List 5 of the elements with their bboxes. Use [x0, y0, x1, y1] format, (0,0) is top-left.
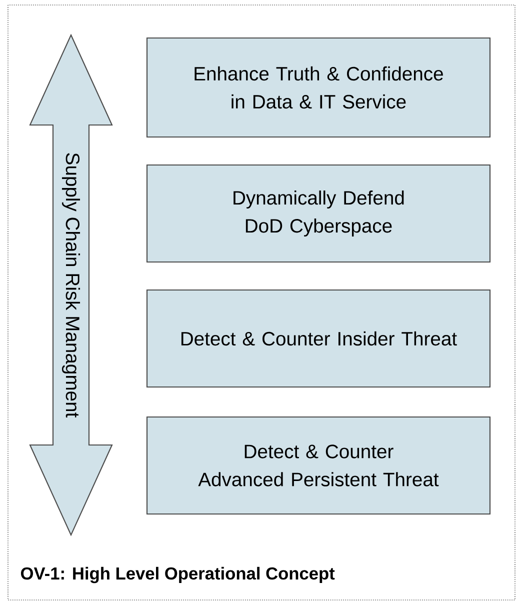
process-box: Enhance Truth & Confidence in Data & IT Service [146, 37, 491, 138]
process-box: Dynamically Defend DoD Cyberspace [146, 164, 491, 263]
diagram-title: OV-1: High Level Operational Concept [20, 566, 335, 584]
process-box: Detect & Counter Advanced Persistent Threat [146, 416, 491, 515]
process-box: Detect & Counter Insider Threat [146, 289, 491, 388]
